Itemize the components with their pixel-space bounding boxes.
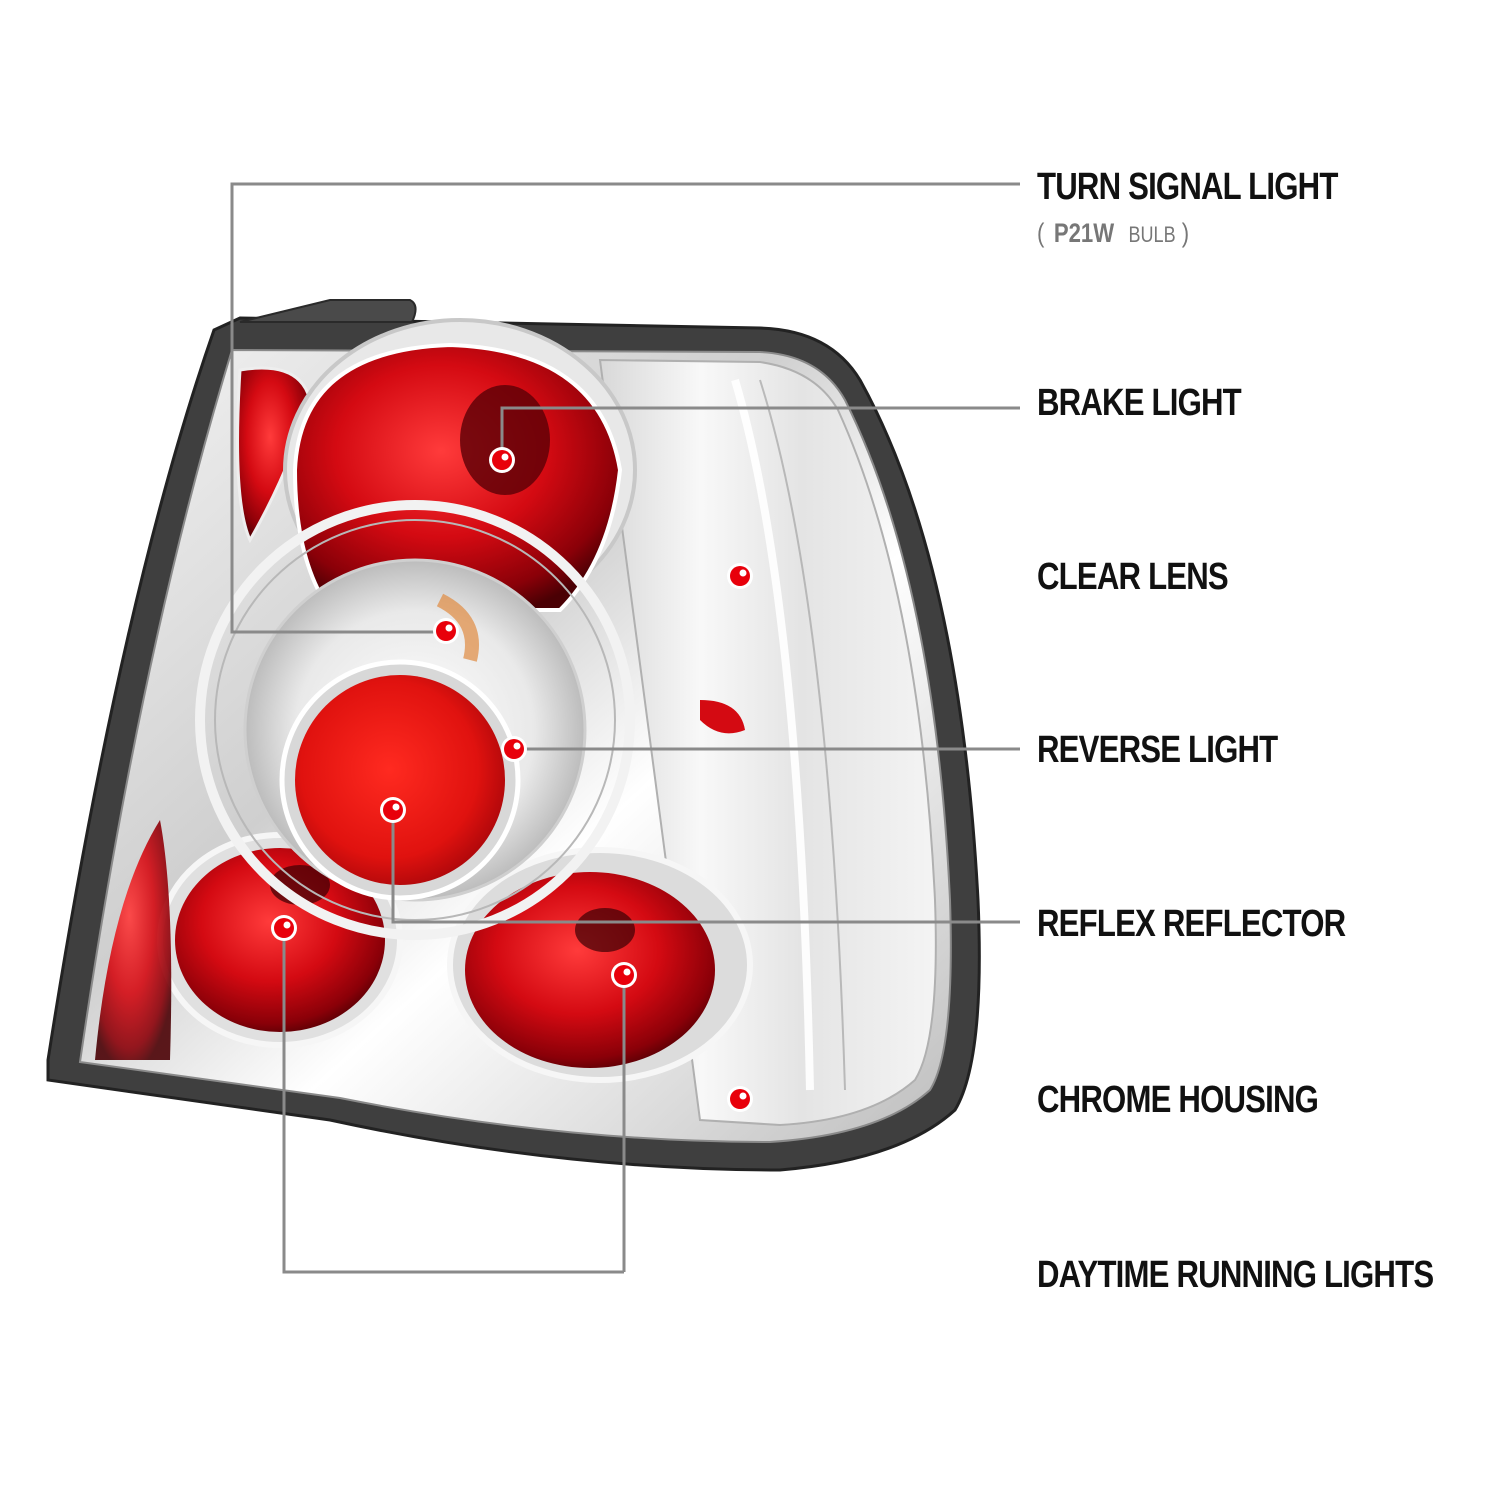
callout-label-reflex-reflector: REFLEX REFLECTOR bbox=[1037, 903, 1346, 945]
bulb-code: P21W bbox=[1053, 218, 1115, 248]
callout-label-reverse: REVERSE LIGHT bbox=[1037, 729, 1278, 771]
callout-label-brake: BRAKE LIGHT bbox=[1037, 382, 1242, 424]
callout-dot-brake-icon bbox=[489, 447, 515, 473]
callout-dot-drl-left-icon bbox=[271, 915, 297, 941]
open-paren: ( bbox=[1037, 218, 1045, 248]
callout-label-turn-signal: TURN SIGNAL LIGHT bbox=[1037, 166, 1338, 208]
callout-sublabel-bulb-type: ( P21W BULB ) bbox=[1037, 220, 1189, 247]
callout-dot-clear-lens-icon bbox=[727, 563, 753, 589]
callout-dots bbox=[271, 447, 753, 1112]
callout-dot-reverse-icon bbox=[501, 736, 527, 762]
callout-label-drl: DAYTIME RUNNING LIGHTS bbox=[1037, 1254, 1434, 1296]
bulb-unit: BULB bbox=[1128, 222, 1176, 247]
callout-dot-turn-signal-icon bbox=[433, 618, 459, 644]
close-paren: ) bbox=[1181, 218, 1190, 248]
callout-dot-chrome-housing-icon bbox=[727, 1086, 753, 1112]
callout-dot-drl-right-icon bbox=[611, 962, 637, 988]
callout-dot-reflex-reflector-icon bbox=[380, 797, 406, 823]
callout-label-chrome-housing: CHROME HOUSING bbox=[1037, 1079, 1319, 1121]
reflex-reflector-disc bbox=[279, 659, 521, 901]
drl-lens-right bbox=[447, 847, 753, 1083]
leader-lines bbox=[230, 182, 1020, 1274]
callout-label-clear-lens: CLEAR LENS bbox=[1037, 556, 1229, 598]
